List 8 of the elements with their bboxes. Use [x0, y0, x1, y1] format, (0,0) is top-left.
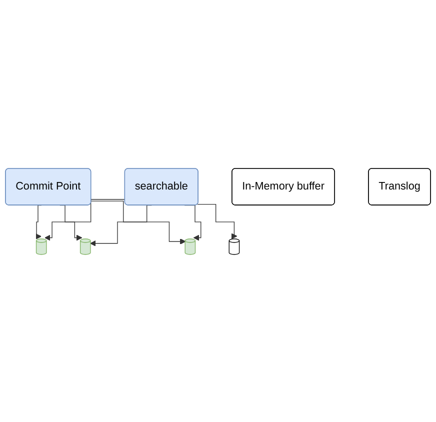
node-cylinder	[228, 238, 240, 254]
node-cylinder	[36, 238, 47, 254]
node-cylinder	[80, 238, 91, 254]
arrow	[36, 204, 42, 239]
node-cylinder	[184, 238, 196, 254]
arrow	[90, 200, 186, 244]
arrow	[44, 198, 126, 240]
arrow	[197, 204, 238, 239]
